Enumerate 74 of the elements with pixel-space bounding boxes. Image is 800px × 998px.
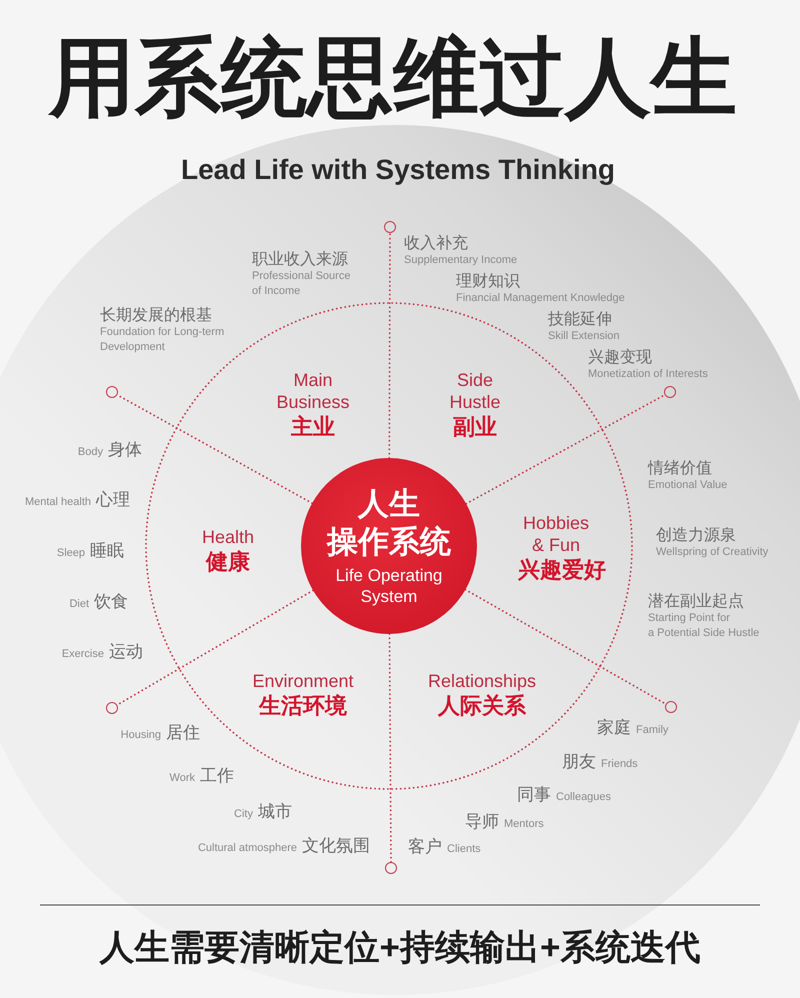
item-translation: Family (636, 723, 668, 738)
ring-icon (106, 386, 118, 398)
sector-label: Main Business (275, 369, 351, 413)
item-label: 居住 (166, 722, 200, 744)
item-label: 心理 (96, 489, 130, 511)
dotted-line (388, 232, 391, 459)
item-label: 家庭 (597, 717, 631, 739)
ring-icon (665, 701, 677, 713)
item-translation: Friends (601, 757, 638, 772)
item-translation: Starting Point for a Potential Side Hustle (648, 611, 760, 641)
item-translation: Financial Management Knowledge (456, 291, 625, 306)
center-subtitle: Life Operating System (334, 565, 444, 607)
sector-label-chinese: 兴趣爱好 (518, 556, 606, 584)
sector-label: Relationships (428, 670, 536, 692)
dotted-line (464, 588, 667, 705)
sector-label: Hobbies & Fun (522, 512, 590, 556)
sector-label-chinese: 生活环境 (259, 692, 347, 720)
ring-icon (385, 862, 397, 874)
dotted-line (388, 633, 392, 863)
item-translation: Wellspring of Creativity (656, 545, 768, 560)
item-translation: Diet (69, 597, 89, 612)
item-translation: Colleagues (556, 790, 612, 805)
item-translation: Sleep (56, 546, 85, 561)
sector-label-chinese: 人际关系 (438, 692, 526, 720)
item-translation: Mentors (504, 817, 544, 832)
item-translation: Exercise (62, 647, 104, 662)
item-label: 运动 (109, 641, 143, 663)
sector-label-chinese: 主业 (291, 413, 335, 441)
dotted-line (116, 590, 314, 706)
item-translation: Skill Extension (548, 329, 620, 344)
ring-icon (664, 386, 676, 398)
item-label: 同事 (517, 784, 551, 806)
item-translation: Work (170, 771, 195, 786)
item-label: 技能延伸 (548, 310, 612, 329)
item-label: 理财知识 (456, 272, 520, 291)
item-translation: Mental health (24, 495, 91, 510)
item-translation: Foundation for Long-term Development (100, 325, 226, 355)
subtitle: Lead Life with Systems Thinking (180, 153, 616, 187)
item-label: 文化氛围 (302, 835, 370, 857)
sector-label: Side Hustle (448, 369, 502, 413)
item-label: 身体 (108, 439, 142, 461)
item-label: 饮食 (94, 591, 128, 613)
sector-label: Environment (252, 670, 354, 692)
ring-icon (106, 702, 118, 714)
item-label: 工作 (200, 765, 234, 787)
item-label: 潜在副业起点 (648, 592, 744, 611)
item-label: 创造力源泉 (656, 526, 736, 545)
page-title: 用系统思维过人生 (49, 29, 737, 128)
item-translation: Cultural atmosphere (198, 841, 297, 856)
item-label: 睡眠 (90, 540, 124, 562)
item-translation: Emotional Value (648, 478, 728, 493)
item-translation: Monetization of Interests (588, 367, 708, 382)
center-title: 人生操作系统 (326, 485, 452, 561)
dotted-line (465, 394, 666, 505)
sector-label-chinese: 副业 (453, 413, 497, 441)
item-translation: Professional Source of Income (252, 269, 352, 299)
item-label: 城市 (258, 801, 292, 823)
item-label: 职业收入来源 (252, 250, 348, 269)
ring-icon (384, 221, 396, 233)
item-translation: Housing (120, 728, 161, 743)
item-label: 长期发展的根基 (100, 306, 212, 325)
item-translation: Supplementary Income (404, 253, 518, 268)
item-label: 客户 (408, 836, 442, 858)
item-label: 情绪价值 (648, 459, 712, 478)
sector-label: Health (202, 526, 254, 548)
caption-text: 人生需要清晰定位+持续输出+系统迭代 (100, 927, 700, 969)
item-label: 朋友 (562, 751, 596, 773)
item-label: 收入补充 (404, 234, 468, 253)
item-label: 导师 (465, 811, 499, 833)
item-label: 兴趣变现 (588, 348, 652, 367)
item-translation: Body (78, 445, 103, 460)
item-translation: City (234, 807, 253, 822)
item-translation: Clients (447, 842, 481, 857)
sector-label-chinese: 健康 (206, 548, 250, 576)
